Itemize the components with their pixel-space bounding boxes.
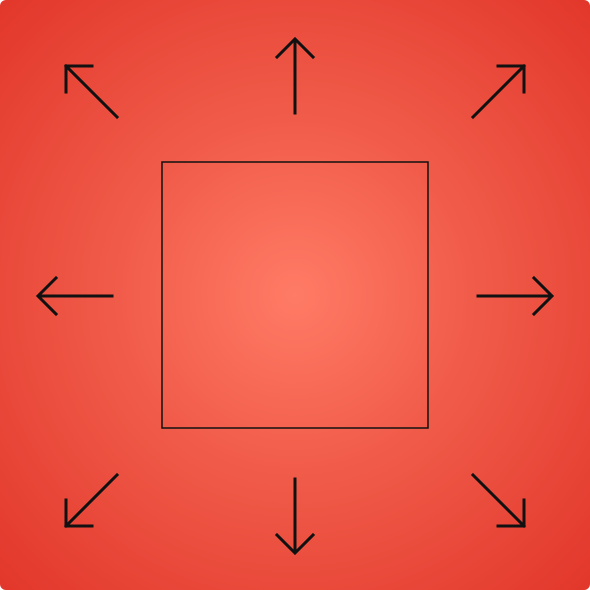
- arrow-down-right-icon[interactable]: [470, 472, 527, 529]
- arrow-left-icon[interactable]: [35, 275, 114, 317]
- square-outline-icon: [161, 161, 429, 429]
- arrow-up-left-icon[interactable]: [63, 63, 120, 120]
- arrow-down-left-icon[interactable]: [63, 472, 120, 529]
- arrow-up-right-icon[interactable]: [470, 63, 527, 120]
- arrow-up-icon[interactable]: [274, 36, 316, 115]
- arrow-down-icon[interactable]: [274, 477, 316, 556]
- arrow-right-icon[interactable]: [476, 275, 555, 317]
